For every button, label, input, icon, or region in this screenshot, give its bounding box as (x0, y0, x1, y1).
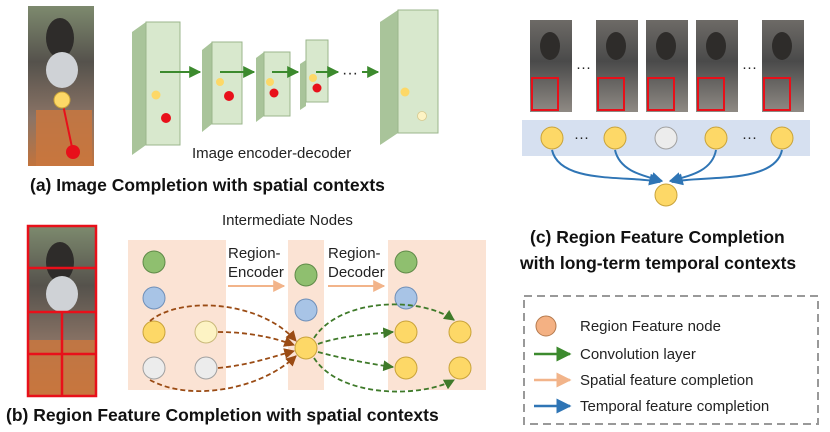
node-yellow (448, 320, 472, 344)
node-yellow (394, 356, 418, 380)
decoder-edges (313, 303, 455, 393)
legend-region-node: Region Feature node (580, 318, 721, 335)
caption-c-line2: with long-term temporal contexts (519, 253, 796, 273)
node-green (294, 263, 318, 287)
encoder-edges (149, 304, 297, 392)
video-frame (530, 20, 572, 112)
legend-temporal: Temporal feature completion (580, 398, 769, 415)
ellipsis-frames: ··· (576, 59, 591, 76)
feature-dot-yellow (151, 90, 161, 100)
decoder-label-1: Region- (328, 245, 381, 262)
legend: Region Feature node Convolution layer Sp… (523, 295, 819, 425)
decoder-label-2: Decoder (328, 264, 385, 281)
node-yellow (603, 126, 627, 150)
feature-dot-yellow (400, 87, 410, 97)
occluded-region-dot (66, 145, 80, 159)
temporal-edges (551, 149, 783, 186)
panel-c: ··· ··· ··· ··· (519, 20, 810, 273)
feature-dot-yellow (266, 78, 274, 86)
node-yellow (704, 126, 728, 150)
feature-dot-red (224, 91, 234, 101)
ellipsis-nodes: ··· (742, 129, 757, 146)
completion-link (61, 99, 74, 153)
intermediate-nodes-label: Intermediate Nodes (222, 212, 353, 229)
caption-a: (a) Image Completion with spatial contex… (30, 175, 385, 195)
node-gray (654, 126, 678, 150)
feature-dot-yellow (216, 78, 224, 86)
legend-box (523, 295, 819, 425)
conv-layer-2 (202, 41, 243, 132)
completed-dot (417, 111, 427, 121)
caption-c-line1: (c) Region Feature Completion (530, 227, 785, 247)
node-blue (294, 298, 318, 322)
encoder-label-1: Region- (228, 245, 281, 262)
encoder-label-2: Encoder (228, 264, 284, 281)
node-gray (142, 356, 166, 380)
visible-region-dot (53, 91, 71, 109)
node-yellow (294, 336, 318, 360)
conv-layer-5 (380, 9, 439, 145)
ellipsis-frames: ··· (742, 59, 757, 76)
node-yellow (540, 126, 564, 150)
node-green (142, 250, 166, 274)
node-blue (394, 286, 418, 310)
feature-dot-red (312, 83, 322, 93)
ellipsis-nodes: ··· (574, 129, 589, 146)
node-light-yellow (194, 320, 218, 344)
node-green (394, 250, 418, 274)
node-blue (142, 286, 166, 310)
pedestrian-image-a (28, 6, 94, 166)
ellipsis-a: ··· (342, 65, 358, 82)
node-yellow (448, 356, 472, 380)
video-frame (696, 20, 738, 112)
completed-node (654, 183, 678, 207)
conv-layer-3 (256, 51, 291, 122)
legend-spatial: Spatial feature completion (580, 372, 753, 389)
conv-layer-1 (132, 21, 181, 155)
encoder-decoder-label: Image encoder-decoder (192, 145, 351, 162)
video-frame (596, 20, 638, 112)
feature-dot-red (269, 88, 279, 98)
video-frame (762, 20, 804, 112)
region-node-swatch (535, 315, 557, 337)
panel-a: ··· Image encoder-decoder (a) Image Comp… (28, 6, 439, 195)
caption-b: (b) Region Feature Completion with spati… (6, 405, 439, 425)
region-grid (26, 224, 98, 398)
panel-b: Intermediate Nodes Region- Encoder Regio… (6, 212, 486, 425)
node-gray (194, 356, 218, 380)
feature-dot-yellow (309, 74, 317, 82)
video-frame (646, 20, 688, 112)
feature-dot-red (161, 113, 171, 123)
node-yellow (770, 126, 794, 150)
legend-conv: Convolution layer (580, 346, 696, 363)
node-yellow (394, 320, 418, 344)
node-yellow (142, 320, 166, 344)
